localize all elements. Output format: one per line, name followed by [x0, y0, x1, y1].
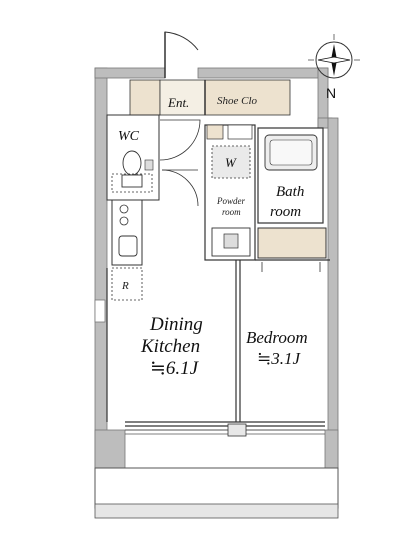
- label-entrance: Ent.: [167, 95, 189, 110]
- compass-icon: [308, 34, 360, 79]
- label-dining-2: Kitchen: [140, 336, 200, 357]
- partitions: [106, 259, 330, 437]
- label-shoe-closet: Shoe Clo: [217, 95, 258, 107]
- balcony: [94, 429, 339, 519]
- bathroom: [257, 127, 324, 224]
- label-wc: WC: [118, 129, 140, 144]
- label-bath-1: Bath: [276, 184, 304, 200]
- entrance-area: [129, 31, 291, 207]
- label-bedroom: Bedroom: [246, 328, 308, 347]
- label-powder-room-2: room: [222, 207, 241, 217]
- powder-room: [204, 124, 256, 261]
- compass-north-label: N: [326, 85, 336, 101]
- bedroom-closet: [257, 227, 327, 272]
- label-refrigerator: R: [121, 280, 129, 292]
- wc-room: [106, 114, 160, 201]
- label-bath-2: room: [270, 204, 301, 220]
- kitchen-counter: [111, 199, 143, 301]
- label-dining-1: Dining: [149, 314, 203, 335]
- label-bedroom-area: ≒3.1J: [257, 349, 301, 368]
- label-dining-area: ≒6.1J: [150, 358, 200, 379]
- label-powder-room-1: Powder: [216, 196, 245, 206]
- label-washer: W: [225, 155, 237, 170]
